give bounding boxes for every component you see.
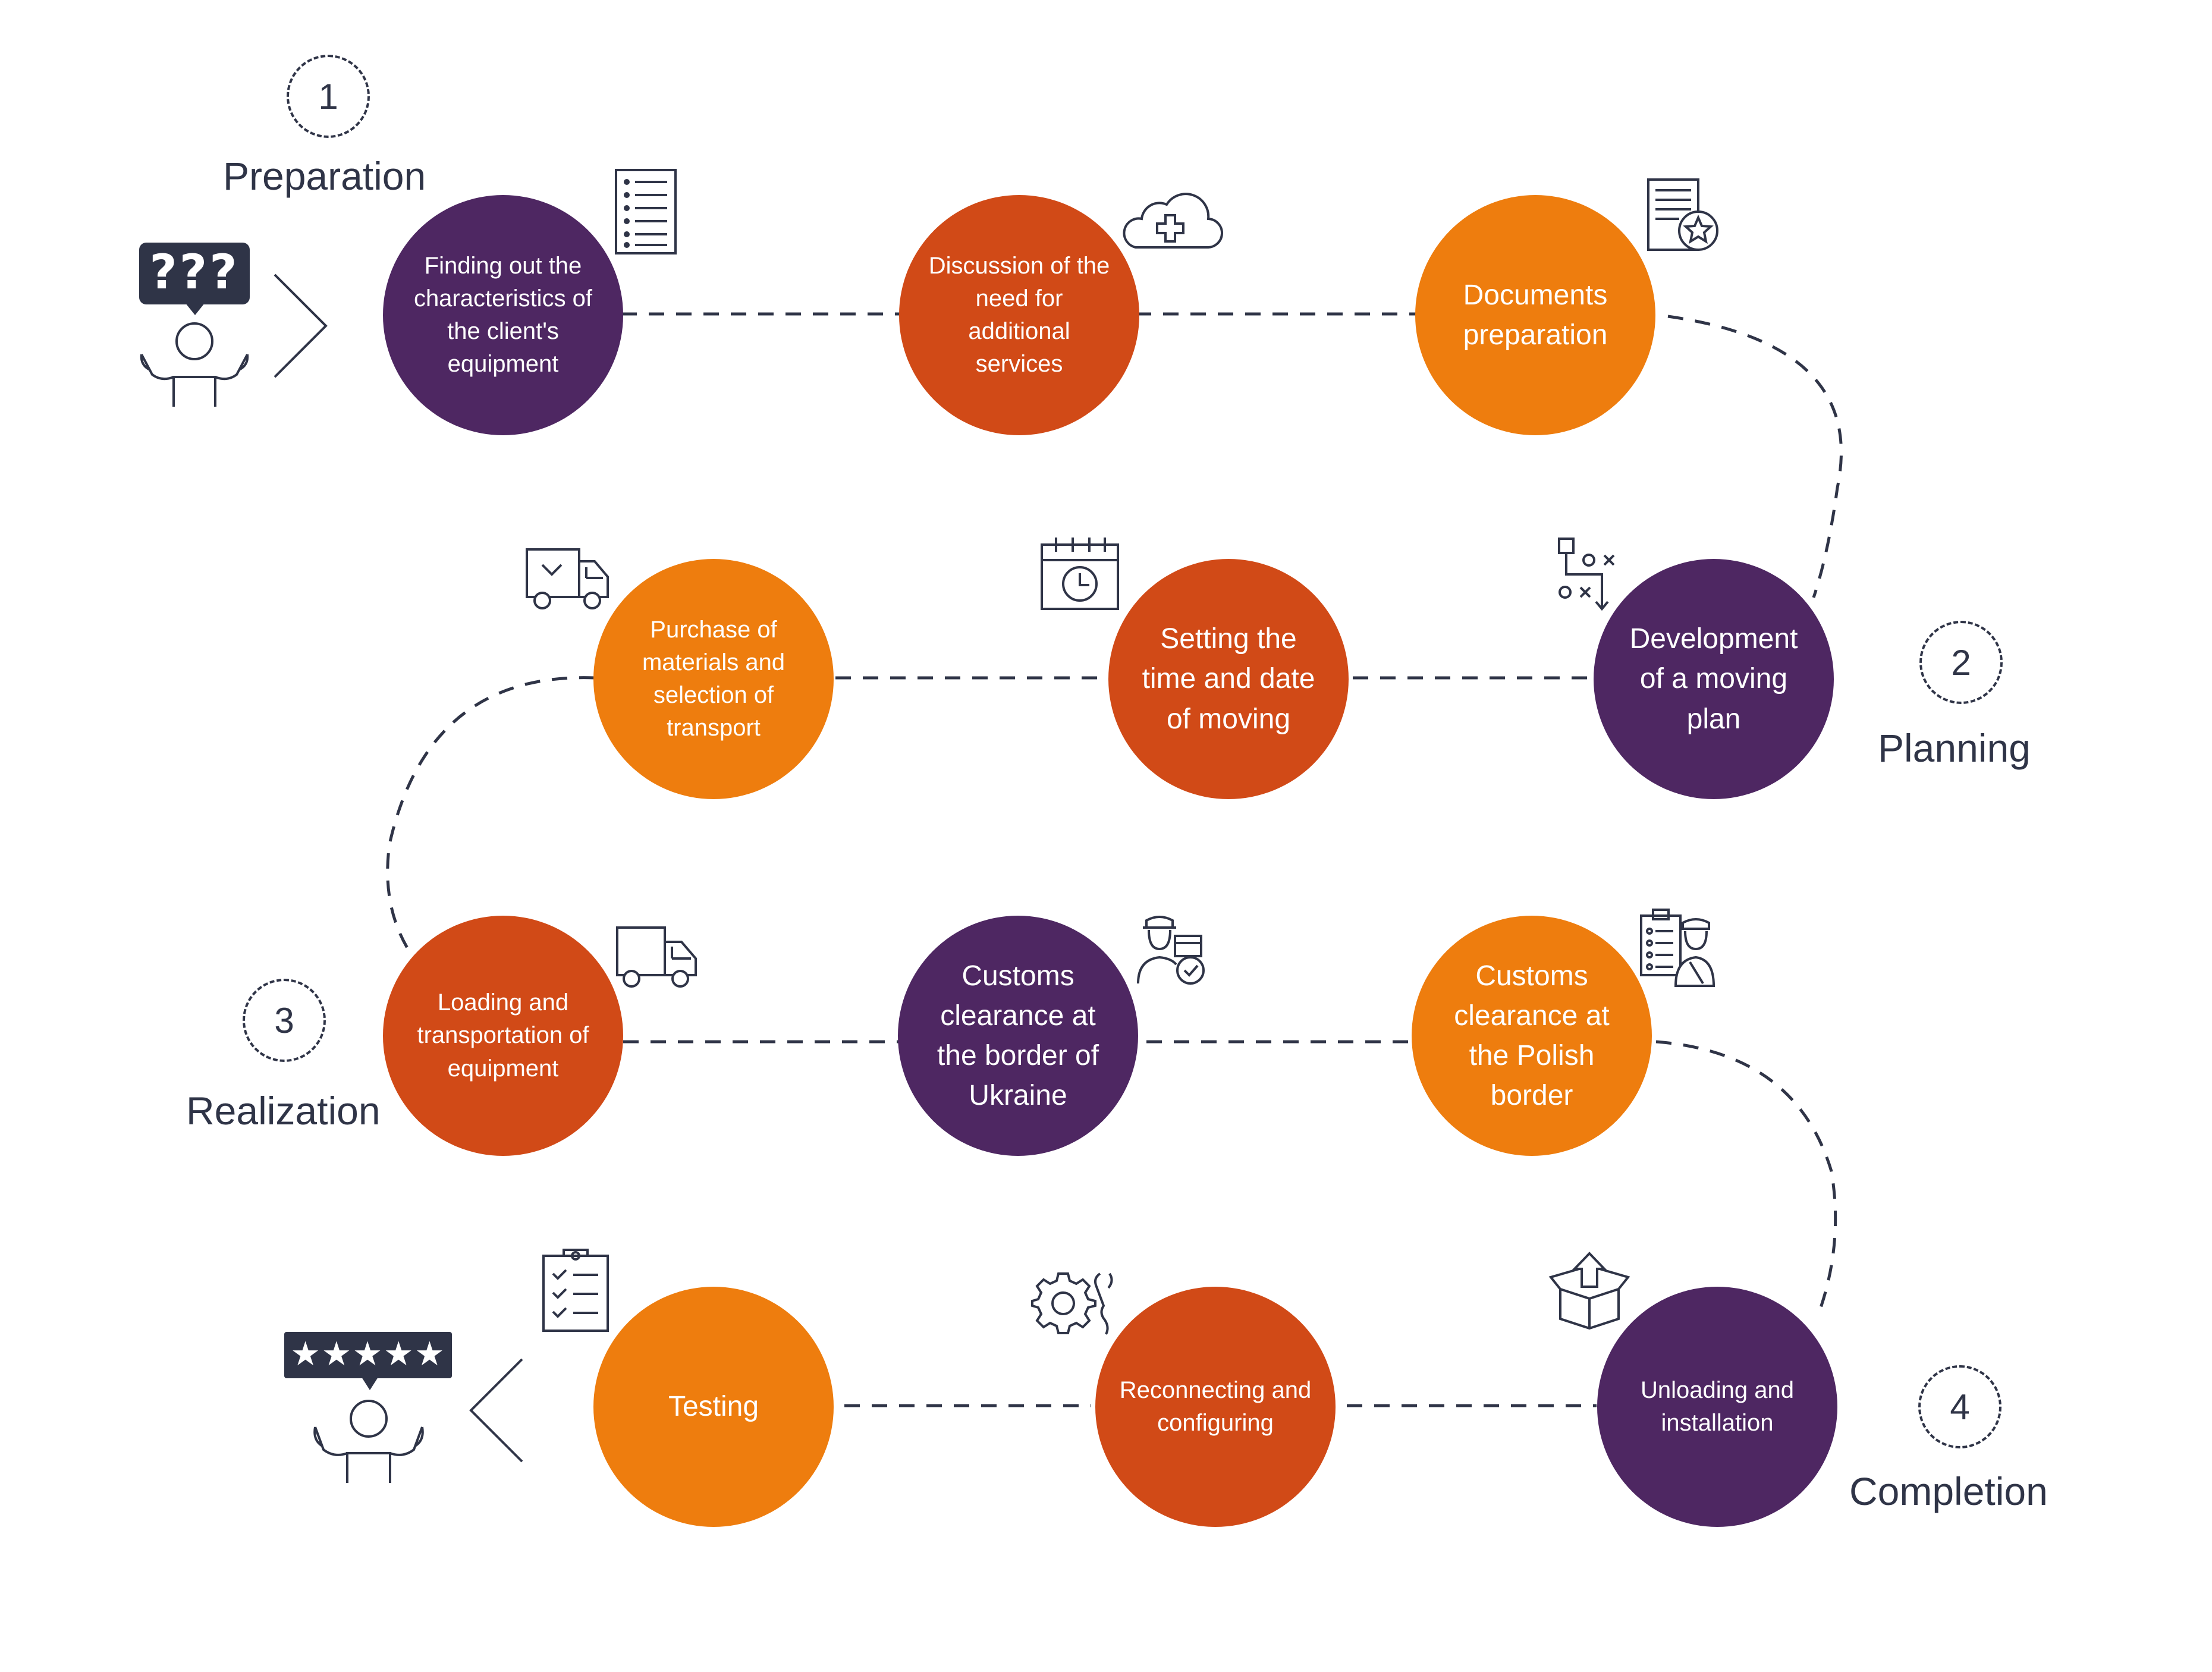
step-additional-services: Discussion of the need for additional se… bbox=[899, 195, 1139, 435]
stage-4-label: Completion bbox=[1849, 1469, 2048, 1513]
rating-speech-bubble bbox=[283, 1331, 453, 1393]
stage-4-number: 4 bbox=[1918, 1365, 2002, 1448]
step-reconnecting-configuring: Reconnecting and configuring bbox=[1095, 1287, 1336, 1527]
five-stars-rating: ★★★★★ bbox=[290, 1335, 446, 1374]
step-customs-poland: Customs clearance at the Polish border bbox=[1412, 916, 1652, 1156]
truck-icon bbox=[615, 924, 698, 988]
stage-2-number: 2 bbox=[1919, 621, 2003, 704]
document-star-icon bbox=[1647, 178, 1720, 252]
happy-person-icon bbox=[309, 1396, 428, 1484]
step-materials-transport: Purchase of materials and selection of t… bbox=[593, 559, 834, 799]
calendar-clock-icon bbox=[1039, 536, 1120, 611]
stage-2-label: Planning bbox=[1878, 726, 2031, 770]
stage-3-number: 3 bbox=[243, 979, 326, 1062]
open-box-icon bbox=[1548, 1251, 1630, 1331]
step-finding-characteristics: Finding out the characteristics of the c… bbox=[383, 195, 623, 435]
checklist-icon bbox=[615, 169, 677, 254]
step-time-and-date: Setting the time and date of moving bbox=[1108, 559, 1349, 799]
confused-person-icon bbox=[138, 320, 251, 408]
cloud-plus-icon bbox=[1118, 188, 1223, 250]
stage-3-label: Realization bbox=[186, 1089, 381, 1133]
stage-1-label: Preparation bbox=[223, 154, 426, 198]
step-documents-preparation: Documents preparation bbox=[1415, 195, 1655, 435]
step-unloading-installation: Unloading and installation bbox=[1597, 1287, 1837, 1527]
step-moving-plan: Development of a moving plan bbox=[1594, 559, 1834, 799]
customs-clipboard-officer-icon bbox=[1639, 907, 1715, 987]
question-speech-bubble bbox=[138, 241, 251, 316]
step-customs-ukraine: Customs clearance at the border of Ukrai… bbox=[898, 916, 1138, 1156]
step-testing: Testing bbox=[593, 1287, 834, 1527]
stage-1-number: 1 bbox=[287, 55, 370, 138]
question-marks: ??? bbox=[149, 244, 240, 300]
delivery-van-icon bbox=[524, 547, 611, 611]
plan-scheme-icon bbox=[1557, 536, 1622, 612]
step-loading-transportation: Loading and transportation of equipment bbox=[383, 916, 623, 1156]
clipboard-checklist-icon bbox=[541, 1247, 610, 1333]
gear-wrench-icon bbox=[1031, 1270, 1114, 1337]
customs-officer-icon bbox=[1136, 912, 1209, 986]
